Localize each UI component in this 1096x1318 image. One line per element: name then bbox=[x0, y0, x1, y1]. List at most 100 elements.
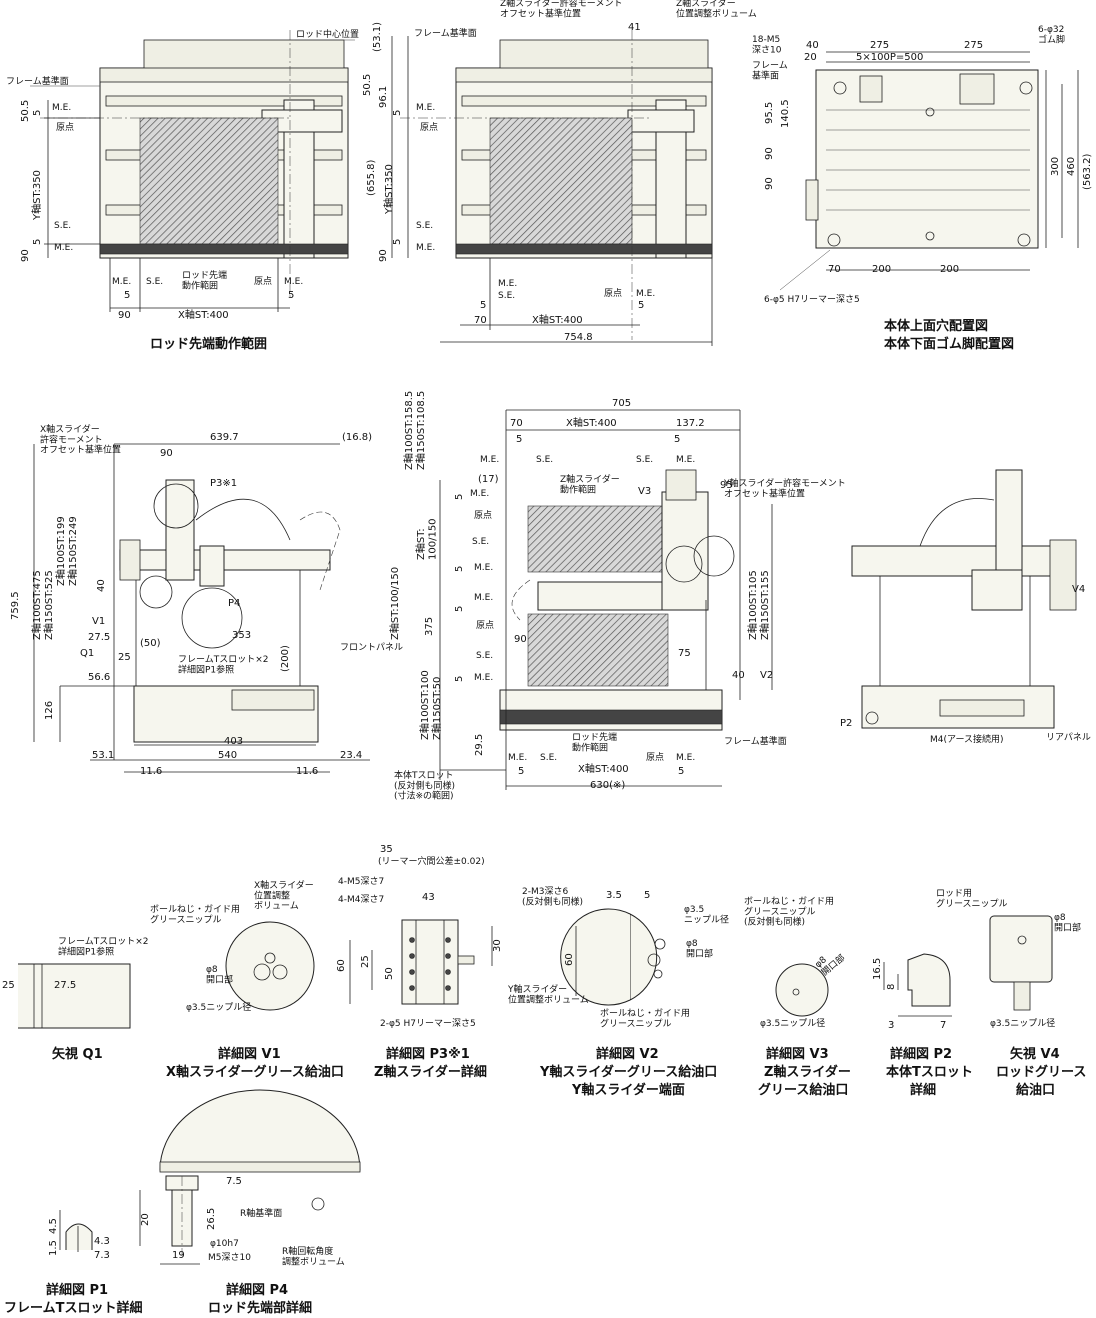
z100d-label: Z軸100ST:100 bbox=[418, 670, 431, 740]
dim-value: 40 bbox=[732, 670, 745, 681]
dim-value: 29.5 bbox=[474, 734, 485, 756]
dim-value: 40 bbox=[96, 579, 107, 592]
dim-value: 11.6 bbox=[296, 766, 318, 777]
origin-label: 原点 bbox=[420, 122, 438, 133]
x-moment-label: X軸スライダー許容モーメントオフセット基準位置 bbox=[40, 423, 121, 456]
me-label: M.E. bbox=[474, 593, 493, 603]
dim-value: 137.2 bbox=[676, 418, 705, 429]
dim-value: 5 bbox=[518, 766, 524, 777]
caption-v3: 詳細図 V3 bbox=[766, 1046, 829, 1062]
v2-callout: V2 bbox=[760, 670, 773, 681]
dim-value: 639.7 bbox=[210, 432, 239, 443]
dim-value: 90 bbox=[764, 147, 775, 160]
volume-label: Y軸スライダー位置調整ボリューム bbox=[507, 983, 589, 1005]
z100-label: Z軸100ST:158.5 bbox=[402, 391, 415, 470]
dim-value: 60 bbox=[336, 959, 347, 972]
dim-value: 95.5 bbox=[764, 102, 775, 124]
dim-value: 540 bbox=[218, 750, 237, 761]
dim-value: 40 bbox=[806, 40, 819, 51]
front-panel-label: フロントパネル bbox=[340, 642, 403, 653]
reamer-label: 6-φ5 H7リーマー深さ5 bbox=[764, 294, 860, 305]
z100c-label: Z軸100ST:105 bbox=[746, 570, 759, 640]
dim-value: 90 bbox=[20, 249, 31, 262]
se-label: S.E. bbox=[540, 753, 557, 763]
me-label: M.E. bbox=[52, 103, 71, 113]
shaft-label: φ10h7 bbox=[210, 1239, 239, 1249]
se-label: S.E. bbox=[54, 221, 71, 231]
dim-value: (563.2) bbox=[1082, 153, 1093, 190]
se-label: S.E. bbox=[416, 221, 433, 231]
dim-value: 5 bbox=[32, 110, 43, 116]
caption-p4-sub: ロッド先端部詳細 bbox=[208, 1300, 312, 1316]
p2-callout: P2 bbox=[840, 718, 852, 729]
x-stroke-label: X軸ST:400 bbox=[566, 416, 617, 429]
x-stroke-label: X軸ST:400 bbox=[578, 762, 629, 775]
dim-value: 4.3 bbox=[94, 1236, 110, 1247]
caption-p4: 詳細図 P4 bbox=[226, 1282, 288, 1298]
v4-callout: V4 bbox=[1072, 584, 1085, 595]
caption-bottom-feet: 本体下面ゴム脚配置図 bbox=[884, 336, 1014, 352]
caption-p2: 詳細図 P2 bbox=[890, 1046, 952, 1062]
dim-value: 5 bbox=[392, 110, 403, 116]
z150c-label: Z軸150ST:155 bbox=[758, 570, 771, 640]
y-moment-label: Y軸スライダー許容モーメントオフセット基準位置 bbox=[723, 477, 846, 499]
dim-value: 26.5 bbox=[206, 1208, 217, 1230]
z-st-label: Z軸ST:100/150 bbox=[414, 518, 439, 560]
dim-value: 8 bbox=[886, 984, 897, 990]
frame-ref-label: フレーム基準面 bbox=[752, 60, 788, 81]
origin-label: 原点 bbox=[474, 510, 492, 521]
nipple-dia-label: φ3.5ニップル径 bbox=[760, 1017, 825, 1029]
frame-ref-label: フレーム基準面 bbox=[6, 75, 69, 87]
origin-label: 原点 bbox=[254, 276, 272, 287]
dim-value: (200) bbox=[280, 645, 291, 672]
rod-range-hatch-tl bbox=[139, 117, 279, 245]
dim-value: 20 bbox=[140, 1213, 151, 1226]
caption-p1-sub: フレームTスロット詳細 bbox=[4, 1300, 142, 1316]
r-vol-label: R軸回転角度調整ボリューム bbox=[282, 1245, 345, 1267]
view-top-left: フレーム基準面 ロッド中心位置 M.E. 原点 S.E. M.E. Y軸ST:3… bbox=[6, 28, 359, 352]
dim-value: 200 bbox=[872, 264, 891, 275]
dim-value: 27.5 bbox=[88, 632, 110, 643]
tolerance-label: (リーマー穴間公差±0.02) bbox=[378, 855, 485, 867]
dim-value: 5 bbox=[480, 300, 486, 311]
caption-v3-sub2: グリース給油口 bbox=[758, 1082, 848, 1098]
dim-value: 5 bbox=[454, 494, 465, 500]
dim-value: 403 bbox=[224, 736, 243, 747]
dim-value: 90 bbox=[378, 249, 389, 262]
z150-label: Z軸150ST:525 bbox=[42, 570, 55, 640]
dim-value: 50 bbox=[384, 967, 395, 980]
view-top-middle: Z軸スライダー許容モーメントオフセット基準位置 Z軸スライダー位置調整ボリューム… bbox=[362, 0, 757, 346]
dim-value: 50.5 bbox=[362, 74, 373, 96]
origin-label: 原点 bbox=[56, 122, 74, 133]
dim-value: 353 bbox=[232, 630, 251, 641]
dim-value: 23.4 bbox=[340, 750, 362, 761]
caption-q1: 矢視 Q1 bbox=[52, 1046, 103, 1062]
se-label: S.E. bbox=[472, 537, 489, 547]
nipple-label: ボールねじ・ガイド用グリースニップル bbox=[600, 1008, 690, 1029]
dim-value: 20 bbox=[804, 52, 817, 63]
caption-rod-range: ロッド先端動作範囲 bbox=[150, 336, 267, 352]
dim-value: 5 bbox=[678, 766, 684, 777]
z100-label: Z軸100ST:475 bbox=[30, 570, 43, 640]
dim-value: 630(※) bbox=[590, 780, 625, 791]
dim-value: 3.5 bbox=[606, 890, 622, 901]
origin-label: 原点 bbox=[604, 288, 622, 299]
me-label: M.E. bbox=[416, 243, 435, 253]
dim-value: 140.5 bbox=[780, 99, 791, 128]
dim-value: 95 bbox=[720, 480, 733, 491]
detail-p3: 35 (リーマー穴間公差±0.02) 4-M5深さ7 4-M4深さ7 43 60… bbox=[336, 844, 503, 1080]
dim-value: 5 bbox=[516, 434, 522, 445]
z150d-label: Z軸150ST:50 bbox=[430, 677, 443, 740]
se-label: S.E. bbox=[476, 651, 493, 661]
me-label: M.E. bbox=[416, 103, 435, 113]
rod-range-label: ロッド先端動作範囲 bbox=[182, 269, 227, 291]
dim-value: 5 bbox=[392, 239, 403, 245]
nipple-dia-label: φ3.5ニップル径 bbox=[186, 1001, 251, 1013]
dim-value: 90 bbox=[160, 448, 173, 459]
dim-value: 5 bbox=[674, 434, 680, 445]
rod-range-hatch-side bbox=[527, 613, 669, 687]
nipple-label: ボールねじ・ガイド用グリースニップル bbox=[150, 904, 240, 925]
